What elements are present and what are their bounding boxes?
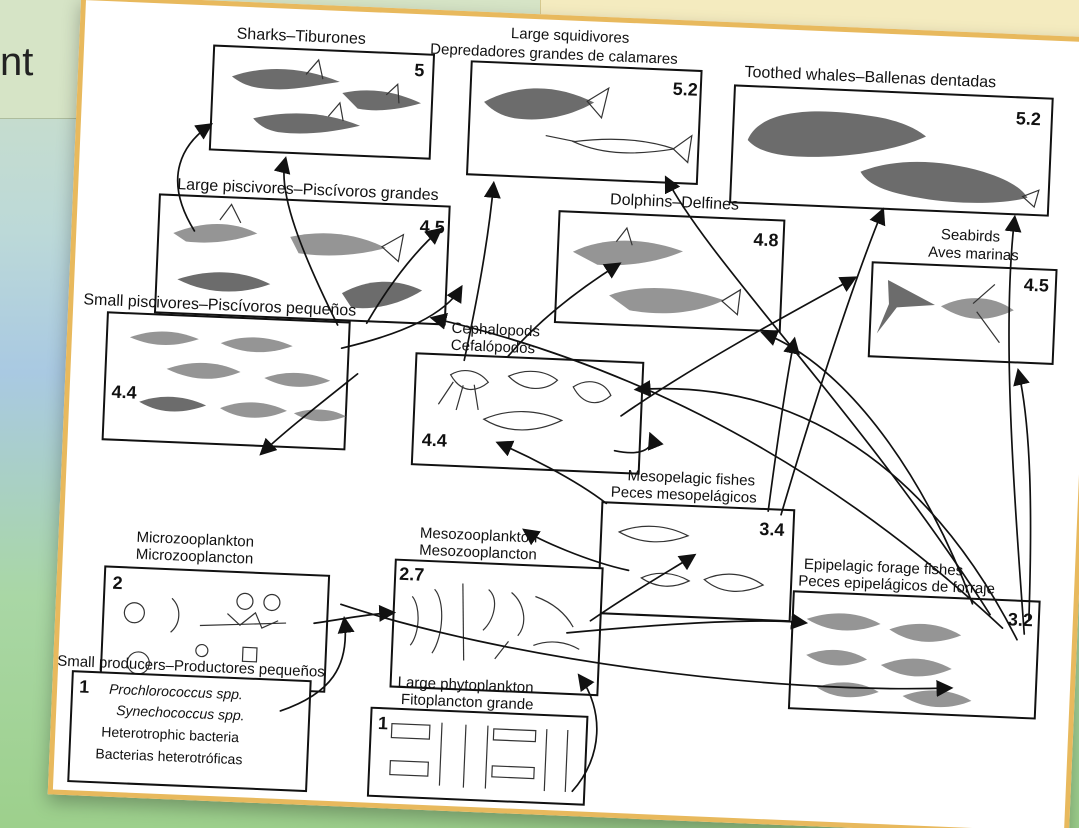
node-sharks-title: Sharks–Tiburones (236, 26, 366, 48)
microzooplankton-illustration (123, 592, 287, 675)
tuna-and-swordfish-illustration (484, 86, 693, 164)
node-cephalopods-title-1: Cephalopods (451, 320, 540, 341)
arrow-cephalopods-to-large-squidivores (463, 180, 501, 362)
node-epipelagic-forage-fishes: Epipelagic forage fishes Peces epipelági… (787, 556, 1041, 720)
node-small-producers-box (67, 670, 312, 793)
forage-fish-illustration (806, 613, 972, 708)
phytoplankton-illustration (389, 722, 569, 792)
node-microzooplankton-level: 2 (112, 573, 123, 593)
arrow-cephalopods-self-loop (613, 431, 664, 454)
node-mesopelagic-fishes: Mesopelagic fishes Peces mesopelágicos 3… (596, 467, 796, 623)
mesozooplankton-illustration (409, 583, 580, 661)
node-sharks: Sharks–Tiburones 5 (208, 26, 436, 160)
node-large-phytoplankton-title-1: Large phytoplankton (397, 674, 534, 697)
arrow-epipelagic-to-seabirds (1013, 368, 1032, 621)
node-small-producers-line-3: Heterotrophic bacteria (101, 723, 240, 745)
node-small-producers-line-1: Prochlorococcus spp. (109, 681, 243, 703)
node-small-piscivores-level: 4.4 (111, 382, 137, 403)
arrow-mesozooplankton-to-epipelagic (566, 612, 809, 634)
node-large-squidivores: Large squidivores Depredadores grandes d… (430, 25, 703, 185)
arrow-mesopelagic-to-cephalopods (495, 440, 608, 505)
node-mesozooplankton-level: 2.7 (399, 564, 425, 585)
node-large-phytoplankton: Large phytoplankton Fitoplancton grande … (366, 674, 589, 806)
node-dolphins-box (553, 210, 786, 333)
arrow-epipelagic-to-large-squidivores (664, 175, 991, 616)
node-mesozooplankton-title-1: Mesozooplankton (420, 525, 538, 547)
arrow-microzooplankton-to-mesozooplankton (313, 604, 397, 625)
node-seabirds-title-2: Aves marinas (928, 244, 1019, 265)
node-mesozooplankton-box (389, 558, 604, 697)
arrow-small-piscivores-to-large-piscivores (365, 227, 443, 325)
arrow-mesozooplankton-to-mesopelagic (522, 528, 630, 572)
arrow-epipelagic-to-dolphins (760, 330, 974, 605)
node-small-producers: Small producers–Productores pequeños 1 P… (57, 653, 325, 793)
node-large-squidivores-title-1: Large squidivores (511, 25, 630, 47)
node-mesozooplankton-title-2: Mesozooplancton (419, 542, 537, 564)
arrow-small-piscivores-loop (259, 373, 359, 456)
node-large-squidivores-box (465, 60, 703, 185)
arrow-large-piscivores-to-sharks (176, 123, 214, 232)
arrow-large-phytoplankton-to-mesozooplankton (571, 673, 598, 793)
node-cephalopods-box (410, 352, 645, 475)
node-mesopelagic-level: 3.4 (759, 519, 785, 540)
node-mesopelagic-title-2: Peces mesopelágicos (610, 484, 757, 507)
node-small-producers-line-4: Bacterias heterotróficas (95, 745, 243, 767)
node-seabirds-level: 4.5 (1023, 275, 1049, 296)
node-microzooplankton: Microzooplankton Microzooplancton 2 (99, 529, 331, 693)
arrow-mesopelagic-to-dolphins (767, 336, 800, 513)
food-web-arrows (176, 123, 1032, 793)
node-mesozooplankton: Mesozooplankton Mesozooplancton 2.7 (389, 525, 604, 697)
node-large-piscivores-level: 4.5 (419, 216, 445, 237)
node-small-producers-line-2: Synechococcus spp. (116, 702, 245, 723)
arrow-small-producers-to-microzooplankton (279, 615, 355, 712)
seabird-illustration (876, 279, 1014, 344)
node-large-squidivores-level: 5.2 (672, 79, 698, 100)
node-large-phytoplankton-level: 1 (378, 713, 389, 733)
food-web-figure-card: Sharks–Tiburones 5 Large squidivores Dep… (47, 0, 1079, 828)
mesopelagic-fish-illustration (617, 525, 765, 592)
node-toothed-whales-level: 5.2 (1015, 108, 1041, 129)
arrow-cephalopods-to-large-piscivores (340, 284, 463, 350)
node-cephalopods: Cephalopods Cefalópodos 4.4 (410, 320, 645, 475)
arrow-microzooplankton-to-epipelagic (340, 603, 954, 697)
node-sharks-level: 5 (414, 60, 425, 80)
node-large-phytoplankton-title-2: Fitoplancton grande (401, 691, 534, 714)
arrow-mesozooplankton-to-mesopelagic-fish (589, 553, 697, 622)
node-toothed-whales: Toothed whales–Ballenas dentadas 5.2 (729, 64, 1054, 217)
food-web-diagram: Sharks–Tiburones 5 Large squidivores Dep… (57, 25, 1058, 806)
node-dolphins: Dolphins–Delfines 4.8 (553, 191, 786, 333)
arrow-epipelagic-to-toothed-whales (1004, 214, 1026, 635)
node-cephalopods-level: 4.4 (421, 430, 447, 451)
slide-title-fragment: nt (0, 40, 34, 84)
node-cephalopods-title-2: Cefalópodos (450, 337, 535, 358)
node-epipelagic-title-1: Epipelagic forage fishes (804, 556, 964, 580)
node-mesopelagic-title-1: Mesopelagic fishes (627, 467, 755, 489)
node-large-phytoplankton-box (366, 706, 589, 806)
arrow-epipelagic-to-large-piscivores (429, 312, 1004, 629)
arrow-small-piscivores-to-sharks (273, 156, 339, 326)
arrow-mesopelagic-to-toothed-whales (780, 207, 886, 516)
node-microzooplankton-title-1: Microzooplankton (136, 529, 254, 551)
node-dolphins-title: Dolphins–Delfines (610, 191, 740, 213)
shark-illustration (231, 58, 421, 134)
node-small-producers-level: 1 (79, 676, 90, 696)
node-dolphins-level: 4.8 (753, 229, 779, 250)
node-seabirds: Seabirds Aves marinas 4.5 (867, 226, 1058, 365)
node-microzooplankton-title-2: Microzooplancton (135, 546, 253, 568)
arrow-cephalopods-to-dolphins (506, 262, 622, 358)
node-epipelagic-level: 3.2 (1007, 609, 1033, 630)
arrow-epipelagic-to-cephalopods (633, 380, 1018, 641)
node-seabirds-title-1: Seabirds (941, 226, 1001, 245)
cephalopod-illustration (437, 369, 612, 431)
arrow-cephalopods-to-seabirds (620, 276, 858, 417)
small-fish-illustration (129, 331, 346, 422)
dolphin-illustration (572, 226, 742, 316)
whale-illustration (747, 111, 1040, 209)
large-fish-illustration (173, 203, 423, 309)
